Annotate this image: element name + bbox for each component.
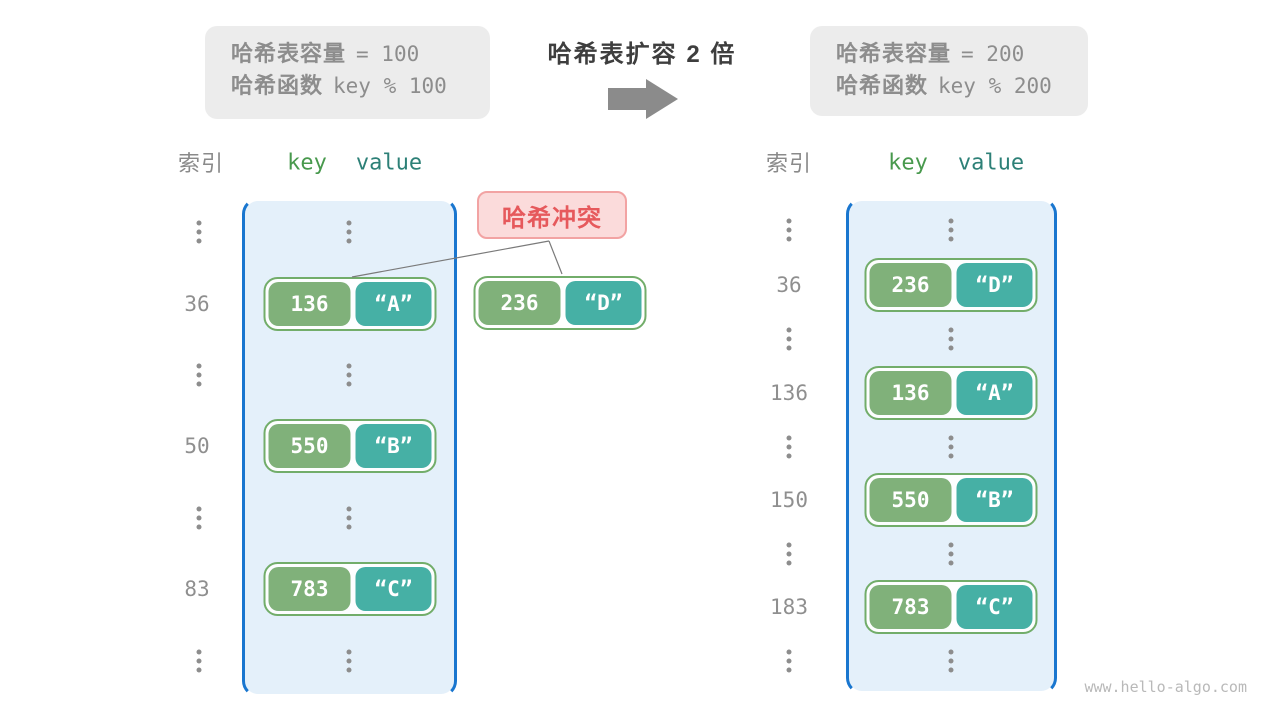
ellipsis-icon [786,649,792,673]
kv-pair-783-C: 783 “C” [263,562,437,616]
value-box: “C” [956,585,1033,629]
kv-pair-236-D: 236 “D” [864,258,1038,312]
index-column-header: 索引 [177,151,225,176]
watermark: www.hello-algo.com [1084,678,1247,696]
capacity-before-box: 哈希表容量 = 100 哈希函数 key % 100 [205,26,490,119]
value-box: “C” [355,567,432,611]
ellipsis-icon [346,649,352,673]
value-box: “D” [956,263,1033,307]
ellipsis-icon [196,363,202,387]
key-box: 236 [478,281,561,325]
ellipsis-icon [346,220,352,244]
hash-function-value: key % 200 [938,74,1052,98]
key-box: 136 [268,282,351,326]
hash-function-value: key % 100 [333,74,447,98]
index-label: 36 [184,292,210,316]
value-box: “D” [565,281,642,325]
capacity-value: = 100 [356,42,420,66]
capacity-line: 哈希表容量 = 200 [836,38,1088,70]
capacity-after-box: 哈希表容量 = 200 哈希函数 key % 200 [810,26,1088,116]
index-label: 136 [770,381,808,405]
kv-pair-550-B: 550 “B” [263,419,437,473]
ellipsis-icon [948,435,954,459]
index-column-header: 索引 [765,151,813,176]
value-column-header: value [355,150,423,176]
kv-pair-136-A: 136 “A” [263,277,437,331]
index-label: 36 [776,273,802,297]
hash-function-line: 哈希函数 key % 200 [836,70,1088,102]
ellipsis-icon [346,506,352,530]
key-column-header: key [287,150,327,176]
hash-collision-callout: 哈希冲突 [477,191,627,239]
value-box: “A” [956,371,1033,415]
value-box: “B” [956,478,1033,522]
value-box: “A” [355,282,432,326]
key-box: 550 [268,424,351,468]
key-column-header: key [888,150,928,176]
ellipsis-icon [786,435,792,459]
key-box: 783 [869,585,952,629]
key-box: 136 [869,371,952,415]
ellipsis-icon [196,649,202,673]
ellipsis-icon [786,218,792,242]
ellipsis-icon [948,218,954,242]
hash-function-line: 哈希函数 key % 100 [231,70,490,102]
ellipsis-icon [786,327,792,351]
ellipsis-icon [948,542,954,566]
hash-function-label: 哈希函数 [836,73,929,98]
capacity-label: 哈希表容量 [836,41,952,66]
capacity-label: 哈希表容量 [231,41,347,66]
kv-pair-136-A: 136 “A” [864,366,1038,420]
transition-title: 哈希表扩容 2 倍 [547,41,737,68]
kv-pair-783-C: 783 “C” [864,580,1038,634]
kv-pair-236-D: 236 “D” [473,276,647,330]
key-box: 236 [869,263,952,307]
index-label: 83 [184,577,210,601]
right-arrow-icon [608,79,678,119]
index-label: 150 [770,488,808,512]
ellipsis-icon [196,506,202,530]
hash-function-label: 哈希函数 [231,73,324,98]
ellipsis-icon [948,327,954,351]
ellipsis-icon [948,649,954,673]
capacity-line: 哈希表容量 = 100 [231,38,490,70]
ellipsis-icon [196,220,202,244]
ellipsis-icon [346,363,352,387]
ellipsis-icon [786,542,792,566]
capacity-value: = 200 [961,42,1025,66]
value-column-header: value [957,150,1025,176]
key-box: 550 [869,478,952,522]
key-box: 783 [268,567,351,611]
index-label: 50 [184,434,210,458]
index-label: 183 [770,595,808,619]
value-box: “B” [355,424,432,468]
kv-pair-550-B: 550 “B” [864,473,1038,527]
